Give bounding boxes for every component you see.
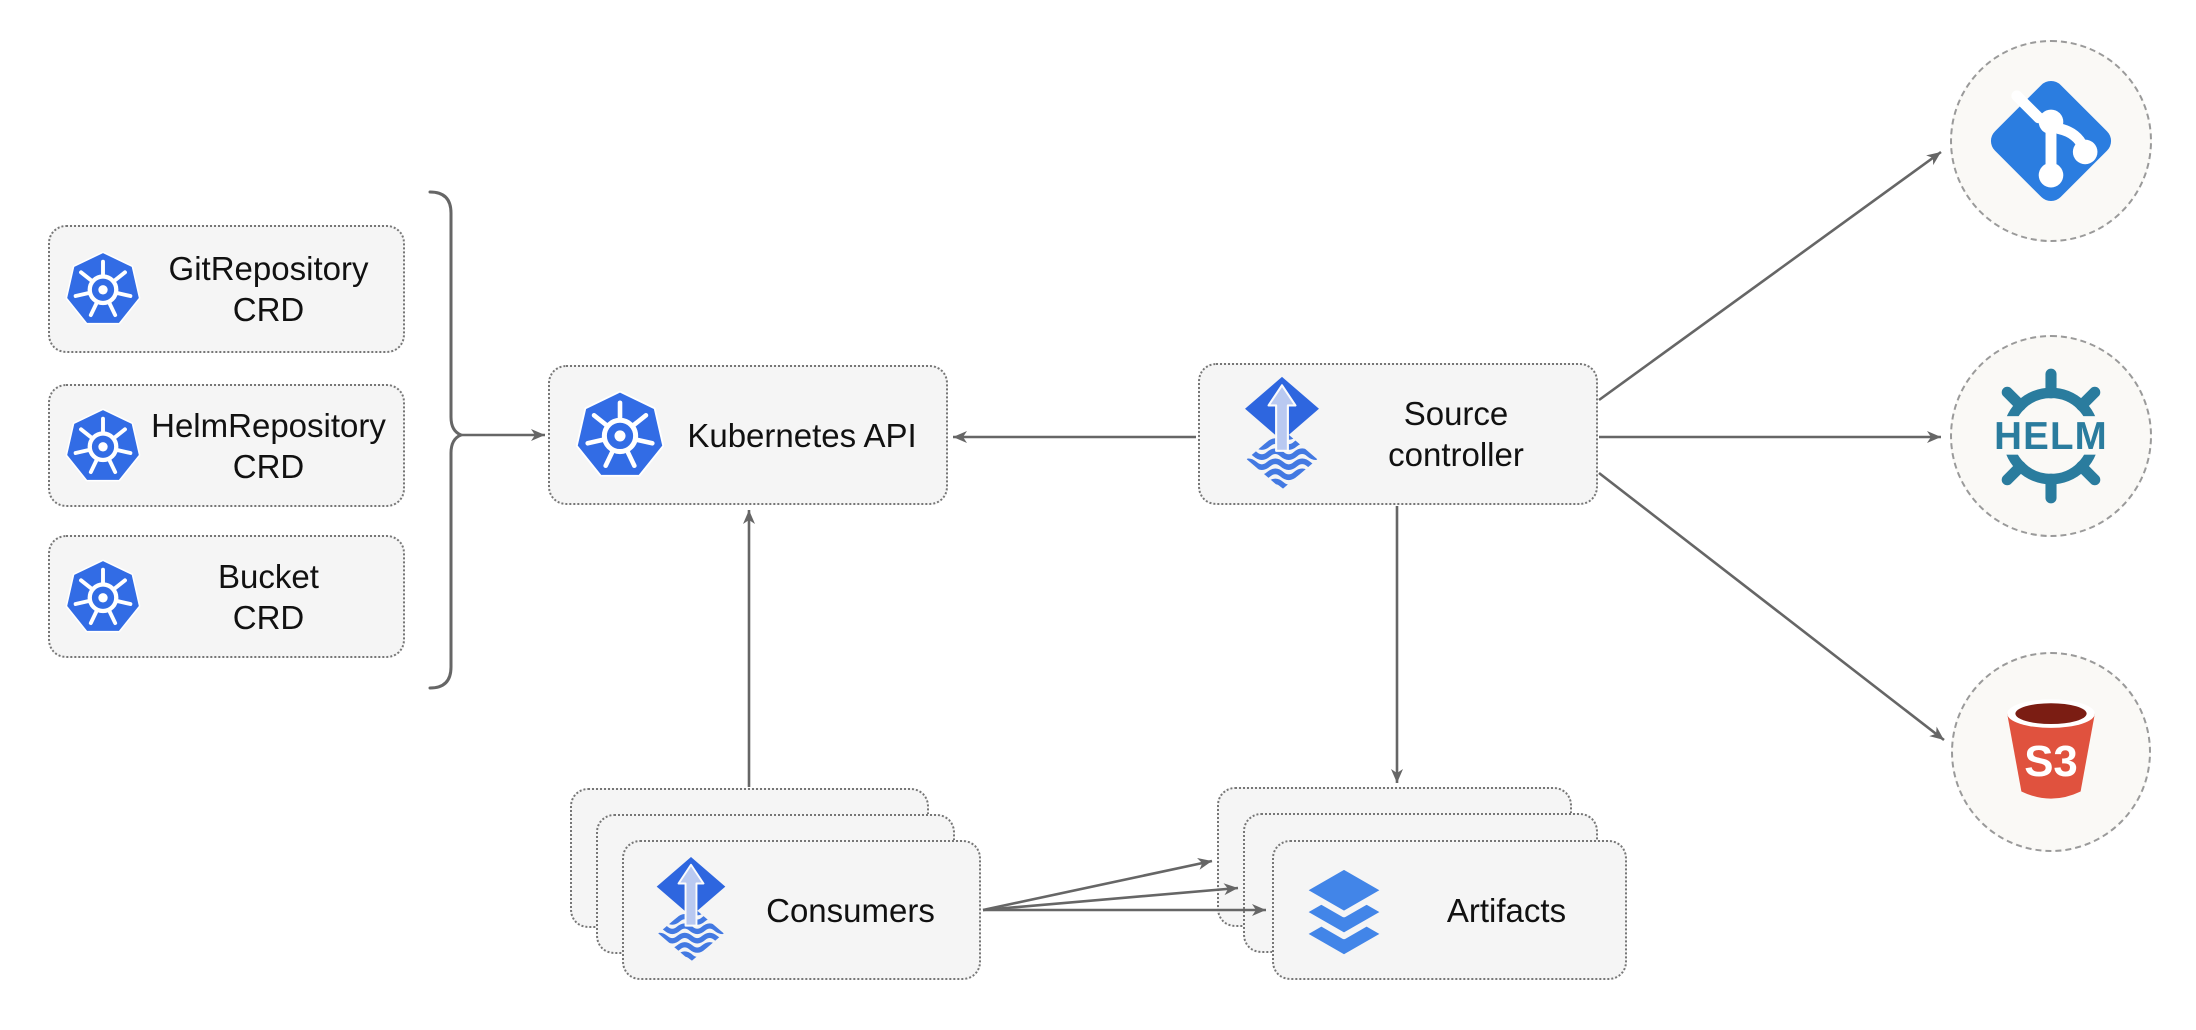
edge-source-to-git: [1598, 150, 1942, 402]
node-label: GitRepository CRD: [142, 248, 403, 330]
kubernetes-icon: [574, 389, 666, 481]
layers-icon: [1292, 858, 1396, 962]
edge-source-to-s3: [1598, 471, 1945, 742]
node-label: Kubernetes API: [666, 415, 946, 456]
node-consumers: Consumers: [622, 840, 981, 980]
endpoint-git: [1950, 40, 2152, 242]
node-helmrepository-crd: HelmRepository CRD: [48, 384, 405, 507]
helm-icon: HELM: [1981, 368, 2121, 504]
s3-wordmark: S3: [2024, 737, 2078, 786]
kubernetes-icon: [64, 250, 142, 328]
node-label: Bucket CRD: [142, 556, 403, 638]
helm-wordmark: HELM: [1994, 415, 2108, 458]
git-icon: [1990, 80, 2112, 202]
node-title: Artifacts: [1446, 891, 1567, 929]
node-label: Source controller: [1324, 393, 1596, 475]
edge-consumers-to-artifacts-1: [982, 858, 1213, 912]
node-gitrepository-crd: GitRepository CRD: [48, 225, 405, 353]
node-subtitle: CRD: [232, 447, 305, 485]
endpoint-s3: S3: [1951, 652, 2151, 852]
endpoint-helm: HELM: [1950, 335, 2152, 537]
crd-group-bracket: [428, 190, 466, 690]
node-label: Consumers: [730, 890, 979, 931]
node-title: Consumers: [766, 891, 935, 929]
node-source-controller: Source controller: [1198, 363, 1598, 505]
node-subtitle: controller: [1388, 436, 1524, 473]
flux-icon: [1240, 375, 1324, 493]
node-title: HelmRepository: [151, 406, 386, 444]
node-title: Source: [1403, 395, 1509, 432]
kubernetes-icon: [64, 407, 142, 485]
s3-bucket-icon: S3: [2007, 699, 2095, 799]
node-label: Artifacts: [1396, 890, 1625, 931]
node-bucket-crd: Bucket CRD: [48, 535, 405, 658]
node-subtitle: CRD: [232, 598, 305, 636]
node-title: GitRepository: [168, 250, 369, 287]
node-subtitle: CRD: [232, 291, 305, 328]
node-label: HelmRepository CRD: [142, 405, 403, 487]
node-kubernetes-api: Kubernetes API: [548, 365, 948, 505]
edge-consumers-to-artifacts-2: [982, 883, 1239, 912]
node-title: Bucket: [218, 557, 319, 595]
node-artifacts: Artifacts: [1272, 840, 1627, 980]
node-title: Kubernetes API: [687, 416, 917, 454]
flux-icon: [652, 855, 730, 965]
kubernetes-icon: [64, 558, 142, 636]
